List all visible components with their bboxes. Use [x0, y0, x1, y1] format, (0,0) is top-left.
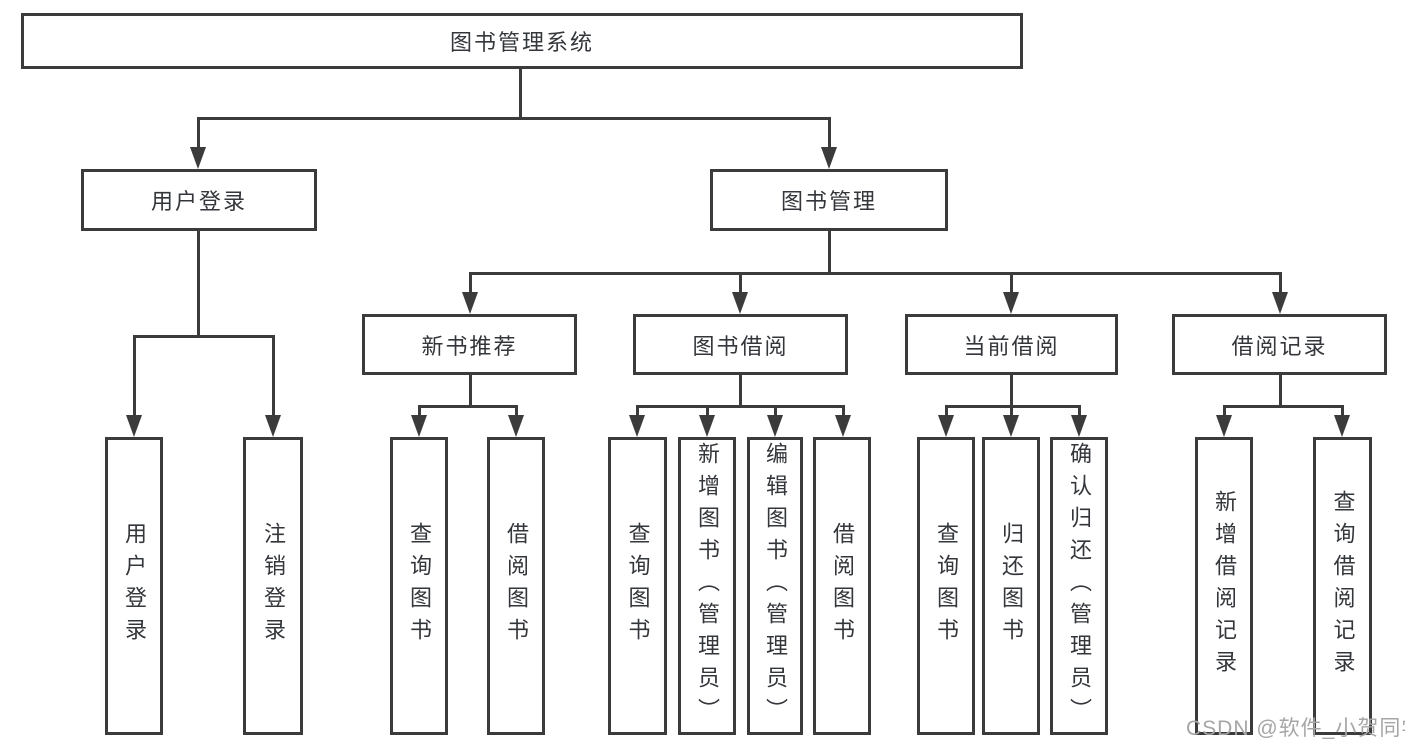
connector-root-hbar [197, 117, 831, 120]
connector-borrowrecord-arm-2 [1341, 405, 1344, 415]
connector-bookmgmt-arm-1 [469, 272, 472, 292]
arrow-down-icon [1334, 415, 1350, 437]
leaf-return-books-label: 归还图书 [999, 522, 1024, 650]
node-user-login: 用户登录 [81, 169, 317, 231]
leaf-query-books-recommend-label: 查询图书 [407, 522, 432, 650]
leaf-logout-login: 注销登录 [243, 437, 303, 735]
connector-userlogin-arm-1 [133, 335, 136, 415]
connector-bookborrow-arm-4 [842, 405, 845, 415]
arrow-down-icon [732, 292, 748, 314]
leaf-borrow-books-borrowing-label: 借阅图书 [830, 522, 855, 650]
node-library-system-label: 图书管理系统 [449, 30, 594, 55]
arrow-down-icon [699, 415, 715, 437]
node-book-borrowing: 图书借阅 [633, 314, 848, 375]
connector-userlogin-stem [197, 231, 200, 335]
arrow-down-icon [1003, 292, 1019, 314]
leaf-borrow-books-borrowing: 借阅图书 [813, 437, 871, 735]
node-library-system: 图书管理系统 [21, 13, 1023, 69]
arrow-down-icon [462, 292, 478, 314]
leaf-query-books-current-label: 查询图书 [934, 522, 959, 650]
leaf-add-borrow-record-label: 新增借阅记录 [1212, 490, 1237, 682]
leaf-borrow-books-recommend: 借阅图书 [487, 437, 545, 735]
connector-bookborrow-arm-2 [706, 405, 709, 415]
node-borrowing-records: 借阅记录 [1172, 314, 1387, 375]
leaf-user-login-label: 用户登录 [122, 522, 147, 650]
connector-root-arm-right [828, 117, 831, 147]
arrow-down-icon [1071, 415, 1087, 437]
arrow-down-icon [126, 415, 142, 437]
leaf-add-books-admin-label: 新增图书（管理员） [695, 442, 720, 730]
arrow-down-icon [508, 415, 524, 437]
node-new-book-recommend: 新书推荐 [362, 314, 577, 375]
leaf-add-borrow-record: 新增借阅记录 [1195, 437, 1253, 735]
leaf-query-books-current: 查询图书 [917, 437, 975, 735]
arrow-down-icon [629, 415, 645, 437]
leaf-borrow-books-recommend-label: 借阅图书 [504, 522, 529, 650]
leaf-add-books-admin: 新增图书（管理员） [678, 437, 736, 735]
leaf-query-borrow-record: 查询借阅记录 [1313, 437, 1372, 735]
arrow-down-icon [938, 415, 954, 437]
connector-userlogin-arm-2 [272, 335, 275, 415]
leaf-query-books-recommend: 查询图书 [390, 437, 448, 735]
node-current-borrowing: 当前借阅 [905, 314, 1118, 375]
arrow-down-icon [821, 147, 837, 169]
leaf-query-borrow-record-label: 查询借阅记录 [1330, 490, 1356, 682]
leaf-query-books-borrowing: 查询图书 [608, 437, 667, 735]
node-book-management: 图书管理 [710, 169, 948, 231]
connector-bookmgmt-arm-2 [739, 272, 742, 292]
node-user-login-label: 用户登录 [150, 189, 247, 214]
connector-bookmgmt-hbar [469, 272, 1282, 275]
arrow-down-icon [265, 415, 281, 437]
connector-bookborrow-arm-1 [636, 405, 639, 415]
connector-newbook-hbar [418, 405, 518, 408]
connector-currentborrow-arm-3 [1078, 405, 1081, 415]
connector-bookmgmt-arm-4 [1279, 272, 1282, 292]
leaf-logout-login-label: 注销登录 [261, 522, 286, 650]
connector-newbook-arm-1 [418, 405, 421, 415]
connector-newbook-arm-2 [515, 405, 518, 415]
connector-bookborrow-stem [739, 375, 742, 405]
connector-bookborrow-hbar [636, 405, 845, 408]
arrow-down-icon [1003, 415, 1019, 437]
csdn-watermark: CSDN @软件_小贺同学 [1186, 712, 1405, 742]
node-borrowing-records-label: 借阅记录 [1231, 333, 1328, 359]
leaf-edit-books-admin: 编辑图书（管理员） [747, 437, 803, 735]
connector-currentborrow-arm-2 [1010, 405, 1013, 415]
connector-userlogin-hbar [133, 335, 275, 338]
arrow-down-icon [411, 415, 427, 437]
connector-currentborrow-arm-1 [945, 405, 948, 415]
connector-borrowrecord-stem [1279, 375, 1282, 405]
connector-newbook-stem [469, 375, 472, 405]
node-book-borrowing-label: 图书借阅 [692, 333, 789, 359]
node-book-management-label: 图书管理 [780, 189, 877, 214]
node-new-book-recommend-label: 新书推荐 [421, 333, 518, 359]
connector-root-arm-left [197, 117, 200, 147]
leaf-confirm-return-admin: 确认归还（管理员） [1050, 437, 1108, 735]
arrow-down-icon [190, 147, 206, 169]
leaf-query-books-borrowing-label: 查询图书 [625, 522, 651, 650]
connector-borrowrecord-arm-1 [1223, 405, 1226, 415]
arrow-down-icon [1272, 292, 1288, 314]
connector-root-stem [519, 69, 522, 117]
connector-currentborrow-stem [1010, 375, 1013, 405]
arrow-down-icon [835, 415, 851, 437]
leaf-return-books: 归还图书 [982, 437, 1040, 735]
arrow-down-icon [767, 415, 783, 437]
connector-borrowrecord-hbar [1223, 405, 1344, 408]
connector-bookborrow-arm-3 [774, 405, 777, 415]
leaf-user-login: 用户登录 [105, 437, 163, 735]
connector-bookmgmt-stem [828, 231, 831, 272]
leaf-edit-books-admin-label: 编辑图书（管理员） [763, 442, 788, 730]
node-current-borrowing-label: 当前借阅 [963, 333, 1060, 359]
arrow-down-icon [1216, 415, 1232, 437]
leaf-confirm-return-admin-label: 确认归还（管理员） [1067, 442, 1092, 730]
csdn-watermark-text: CSDN @软件_小贺同学 [1186, 717, 1405, 740]
connector-bookmgmt-arm-3 [1010, 272, 1013, 292]
connector-currentborrow-hbar [945, 405, 1081, 408]
